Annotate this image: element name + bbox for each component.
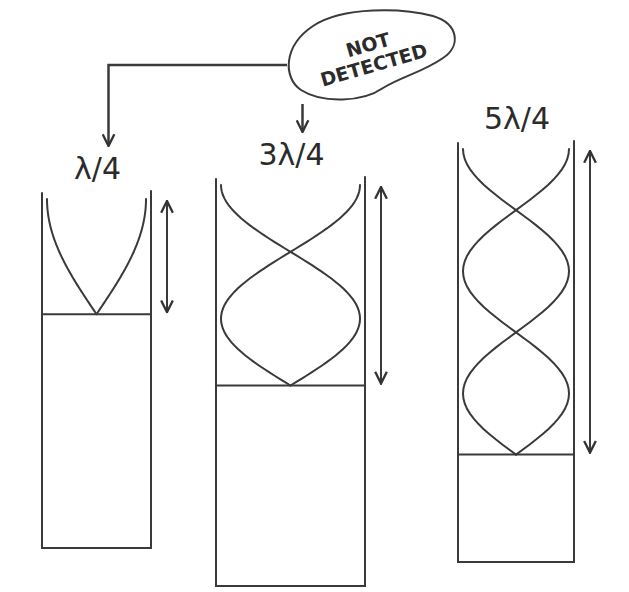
length-arrow	[589, 151, 591, 453]
standing-wave	[221, 185, 360, 386]
tube-drawing	[210, 171, 395, 588]
pointer-arrow	[301, 104, 304, 132]
length-arrow	[380, 187, 382, 384]
wavelength-label: 3λ/4	[210, 132, 395, 171]
wavelength-label: 5λ/4	[452, 96, 604, 135]
tube-wall	[216, 177, 365, 586]
standing-wave	[47, 199, 97, 314]
standing-wave	[463, 149, 569, 455]
wavelength-label: λ/4	[36, 146, 181, 185]
pointer-arrow	[109, 65, 288, 146]
tube-wall	[458, 141, 574, 562]
resonance-tube: λ/4	[36, 146, 181, 550]
length-arrow	[166, 201, 168, 312]
standing-wave	[97, 199, 147, 314]
note-text: NOT DETECTED	[298, 16, 444, 95]
tube-drawing	[452, 135, 604, 564]
note-blob: NOT DETECTED	[283, 6, 459, 104]
resonance-tube: 3λ/4	[210, 132, 395, 588]
tube-drawing	[36, 185, 181, 550]
standing-wave	[463, 149, 569, 455]
tube-wall	[42, 191, 151, 548]
standing-wave	[221, 185, 360, 386]
resonance-tube: 5λ/4	[452, 96, 604, 564]
